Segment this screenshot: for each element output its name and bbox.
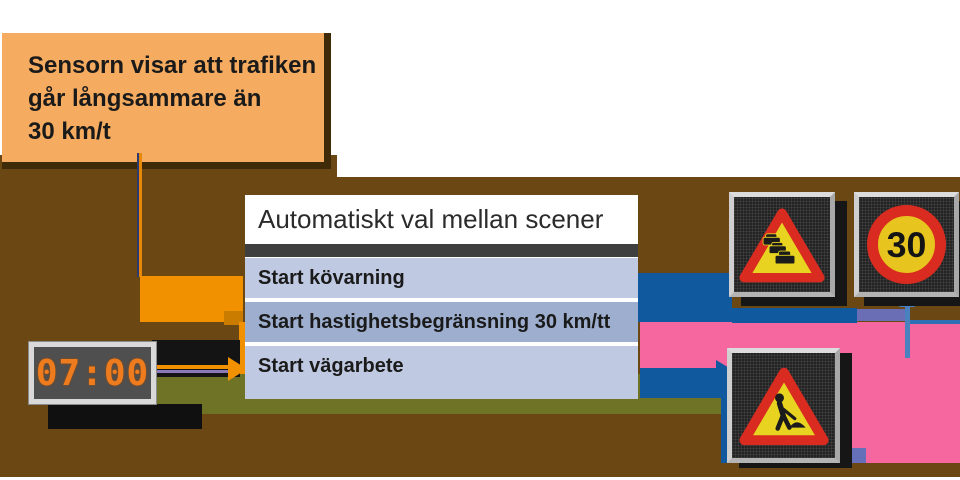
queue-warning-triangle-icon — [739, 207, 825, 282]
digital-clock: 07:00 — [29, 342, 156, 404]
clock-arrowhead-icon — [228, 357, 247, 381]
clock-drop-shadow — [48, 404, 202, 429]
queue-warning-sign — [729, 192, 835, 297]
clock-time: 07:00 — [35, 352, 150, 394]
arrow-overlap-purple-segment — [857, 309, 906, 321]
clock-connector-line-secondary — [155, 370, 232, 373]
scene-panel-title: Automatiskt val mellan scener — [258, 204, 604, 234]
roadwork-scene-arrow-band — [640, 368, 722, 398]
scene-panel-separator — [245, 244, 638, 257]
speed-limit-30-icon: 30 — [866, 204, 947, 285]
sensor-arrow-band-overlap — [224, 311, 243, 325]
scene-panel: Automatiskt val mellan scener Start köva… — [245, 195, 638, 399]
shadow-corner-slate-square — [849, 448, 866, 463]
sensor-callout-box: Sensorn visar att trafiken går långsamma… — [2, 33, 331, 169]
speed-scene-pink-band-left — [640, 322, 722, 368]
scene-row-queue-warning[interactable]: Start kövarning — [245, 258, 638, 298]
clock-connector-line — [155, 365, 232, 369]
sensor-callout-line1: Sensorn visar att trafiken — [28, 52, 317, 79]
sensor-callout-line2: går långsammare än — [28, 85, 262, 112]
speed-limit-30-sign: 30 — [854, 192, 959, 297]
scene-row-roadwork[interactable]: Start vägarbete — [245, 346, 638, 399]
scene-row-speed-limit[interactable]: Start hastighetsbegränsning 30 km/tt — [245, 302, 638, 342]
speed-sign-up-arrow-head-icon — [899, 294, 915, 307]
queue-scene-arrow-band — [638, 273, 732, 322]
scene-panel-header: Automatiskt val mellan scener — [245, 195, 638, 244]
speed-sign-up-arrow-shaft — [905, 306, 910, 358]
sensor-connector-vertical-line — [137, 153, 142, 277]
speed-limit-value: 30 — [887, 225, 927, 265]
sensor-callout-line3: 30 km/t — [28, 118, 111, 145]
queue-scene-arrow-extension — [732, 308, 857, 323]
roadwork-triangle-icon — [738, 367, 829, 445]
thin-blue-rule — [906, 320, 960, 324]
roadwork-sign — [727, 348, 840, 463]
